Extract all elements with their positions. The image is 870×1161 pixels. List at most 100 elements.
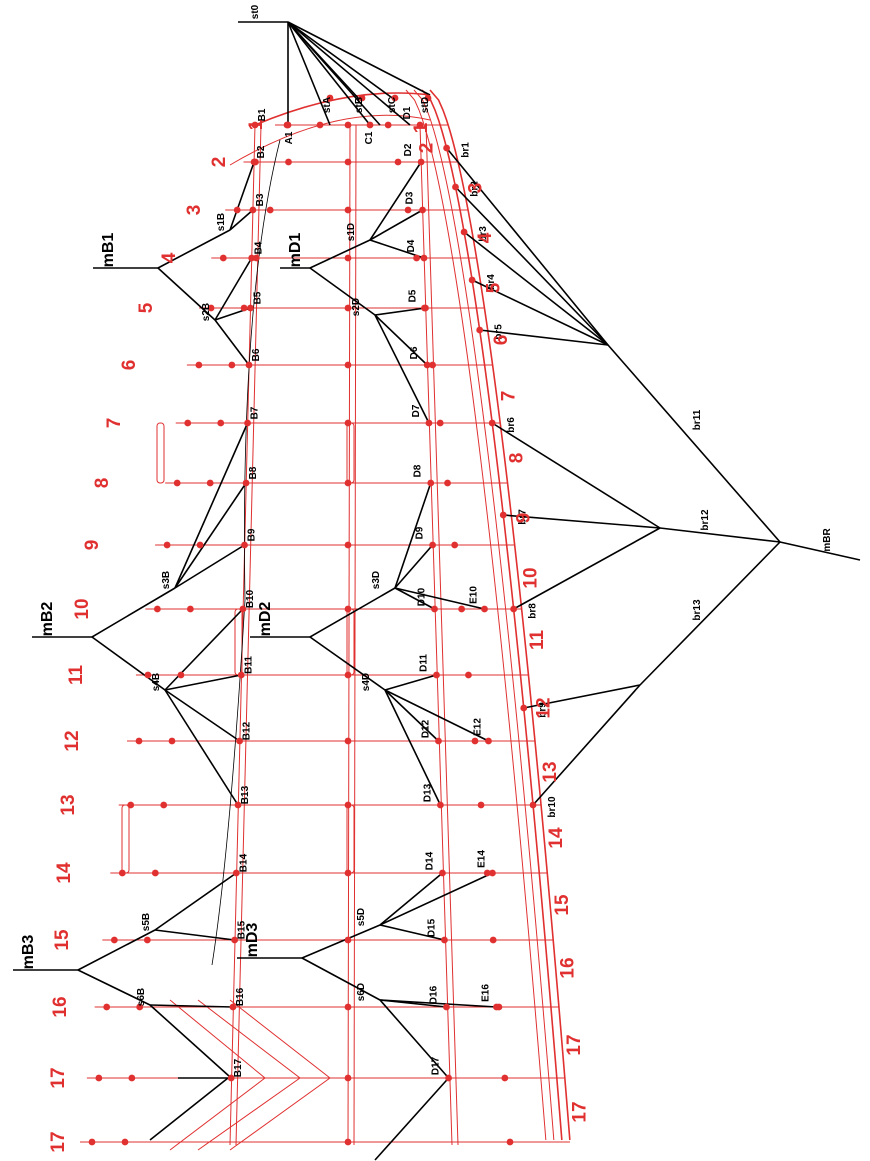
splitter-d-branch bbox=[379, 872, 443, 926]
splitter-b-branch bbox=[174, 422, 249, 589]
hull-curve-right bbox=[429, 89, 571, 1141]
node-dot bbox=[144, 671, 152, 679]
label-mBR: mBR bbox=[822, 528, 833, 552]
top-arc bbox=[229, 114, 431, 166]
splitter-d-branch bbox=[369, 161, 422, 241]
label-E14: E14 bbox=[476, 850, 487, 868]
label-br8: br8 bbox=[528, 603, 539, 619]
chevron bbox=[197, 999, 301, 1151]
node-D3 bbox=[419, 206, 426, 214]
label-B14: B14 bbox=[238, 853, 249, 872]
label-D6: D6 bbox=[409, 346, 420, 359]
row-number-left: 9 bbox=[82, 540, 103, 551]
label-st0: st0 bbox=[250, 4, 261, 19]
br12-link bbox=[659, 527, 781, 543]
node-dot bbox=[316, 121, 324, 129]
row-number-right: 13 bbox=[540, 761, 561, 782]
label-D14: D14 bbox=[424, 851, 435, 870]
chevron bbox=[229, 999, 331, 1151]
row-number-right: 17 bbox=[564, 1034, 585, 1055]
label-D13: D13 bbox=[422, 783, 433, 802]
label-D10: D10 bbox=[417, 587, 428, 606]
s6B-link bbox=[77, 969, 151, 1006]
splitter-d-branch bbox=[384, 674, 437, 691]
row-number-right: 10 bbox=[520, 567, 541, 588]
row-number-right: 11 bbox=[527, 630, 548, 651]
row-number-left: 7 bbox=[104, 418, 125, 429]
node-dot bbox=[151, 869, 159, 877]
node-br3 bbox=[460, 228, 468, 236]
label-stC: stC bbox=[387, 97, 398, 113]
node-dot bbox=[429, 361, 436, 369]
row-number-right: 3 bbox=[466, 183, 487, 194]
label-D2: D2 bbox=[403, 143, 414, 156]
hull-curve-right bbox=[413, 89, 555, 1141]
label-B9: B9 bbox=[247, 528, 258, 541]
label-E12: E12 bbox=[472, 718, 483, 736]
splitter-d-branch bbox=[384, 689, 442, 806]
label-s5D: s5D bbox=[356, 908, 367, 926]
row-number-right: 14 bbox=[546, 827, 567, 849]
splitter-d-branch bbox=[379, 999, 450, 1079]
st0-branch bbox=[287, 21, 396, 101]
label-mB1: mB1 bbox=[100, 233, 117, 268]
label-br5: br5 bbox=[494, 324, 505, 340]
node-dot bbox=[233, 206, 241, 214]
e10-link bbox=[394, 587, 485, 610]
node-B3 bbox=[249, 206, 257, 214]
node-dot bbox=[344, 419, 352, 427]
node-D9 bbox=[429, 541, 436, 549]
mBR-bus bbox=[779, 541, 861, 561]
splitter-b-branch bbox=[164, 689, 241, 742]
label-s6B: s6B bbox=[136, 988, 147, 1006]
node-dot bbox=[110, 936, 118, 944]
label-s2B: s2B bbox=[201, 303, 212, 321]
wire-tree bbox=[13, 21, 861, 1161]
row-number-left: 15 bbox=[52, 929, 73, 951]
label-C1: C1 bbox=[364, 131, 375, 144]
splitter-d-branch bbox=[374, 314, 430, 424]
label-B12: B12 bbox=[242, 721, 253, 740]
label-s4D: s4D bbox=[361, 673, 372, 691]
b17-tail bbox=[149, 1077, 229, 1141]
row-number-right: 7 bbox=[499, 391, 520, 402]
st0-branch bbox=[287, 21, 431, 96]
node-dot bbox=[344, 541, 352, 549]
node-dot bbox=[501, 1074, 509, 1082]
node-D10 bbox=[431, 605, 438, 613]
st0-branch bbox=[287, 21, 371, 126]
label-br1: br1 bbox=[461, 142, 472, 158]
node-B16 bbox=[229, 1003, 237, 1011]
splitter-b-branch bbox=[229, 209, 254, 231]
node-stB bbox=[358, 94, 366, 102]
splitter-d-branch bbox=[374, 314, 428, 366]
node-dot bbox=[344, 671, 352, 679]
node-dot bbox=[344, 304, 352, 312]
hull-curve-right bbox=[405, 89, 547, 1141]
label-B10: B10 bbox=[245, 589, 256, 608]
node-dot bbox=[489, 936, 497, 944]
row-number-left: 12 bbox=[62, 730, 83, 751]
label-B3: B3 bbox=[255, 193, 266, 206]
label-s2D: s2D bbox=[351, 298, 362, 316]
node-dot bbox=[436, 419, 444, 427]
label-s3D: s3D bbox=[371, 571, 382, 589]
node-dot bbox=[344, 121, 352, 129]
br13-link bbox=[639, 541, 781, 686]
node-dot bbox=[394, 158, 402, 166]
node-dot bbox=[240, 304, 248, 312]
s2B-link bbox=[157, 267, 216, 321]
label-stB: stB bbox=[354, 97, 365, 113]
node-dot bbox=[207, 304, 215, 312]
node-dot bbox=[344, 737, 352, 745]
br-branch bbox=[463, 231, 609, 346]
node-dot bbox=[344, 1003, 352, 1011]
br-branch bbox=[503, 514, 661, 529]
node-B9 bbox=[241, 541, 248, 549]
node-dot bbox=[506, 1138, 514, 1146]
label-B7: B7 bbox=[250, 406, 261, 419]
br-branch bbox=[471, 279, 609, 346]
label-br12: br12 bbox=[700, 509, 711, 531]
node-dot bbox=[177, 671, 185, 679]
node-B8 bbox=[242, 479, 250, 487]
